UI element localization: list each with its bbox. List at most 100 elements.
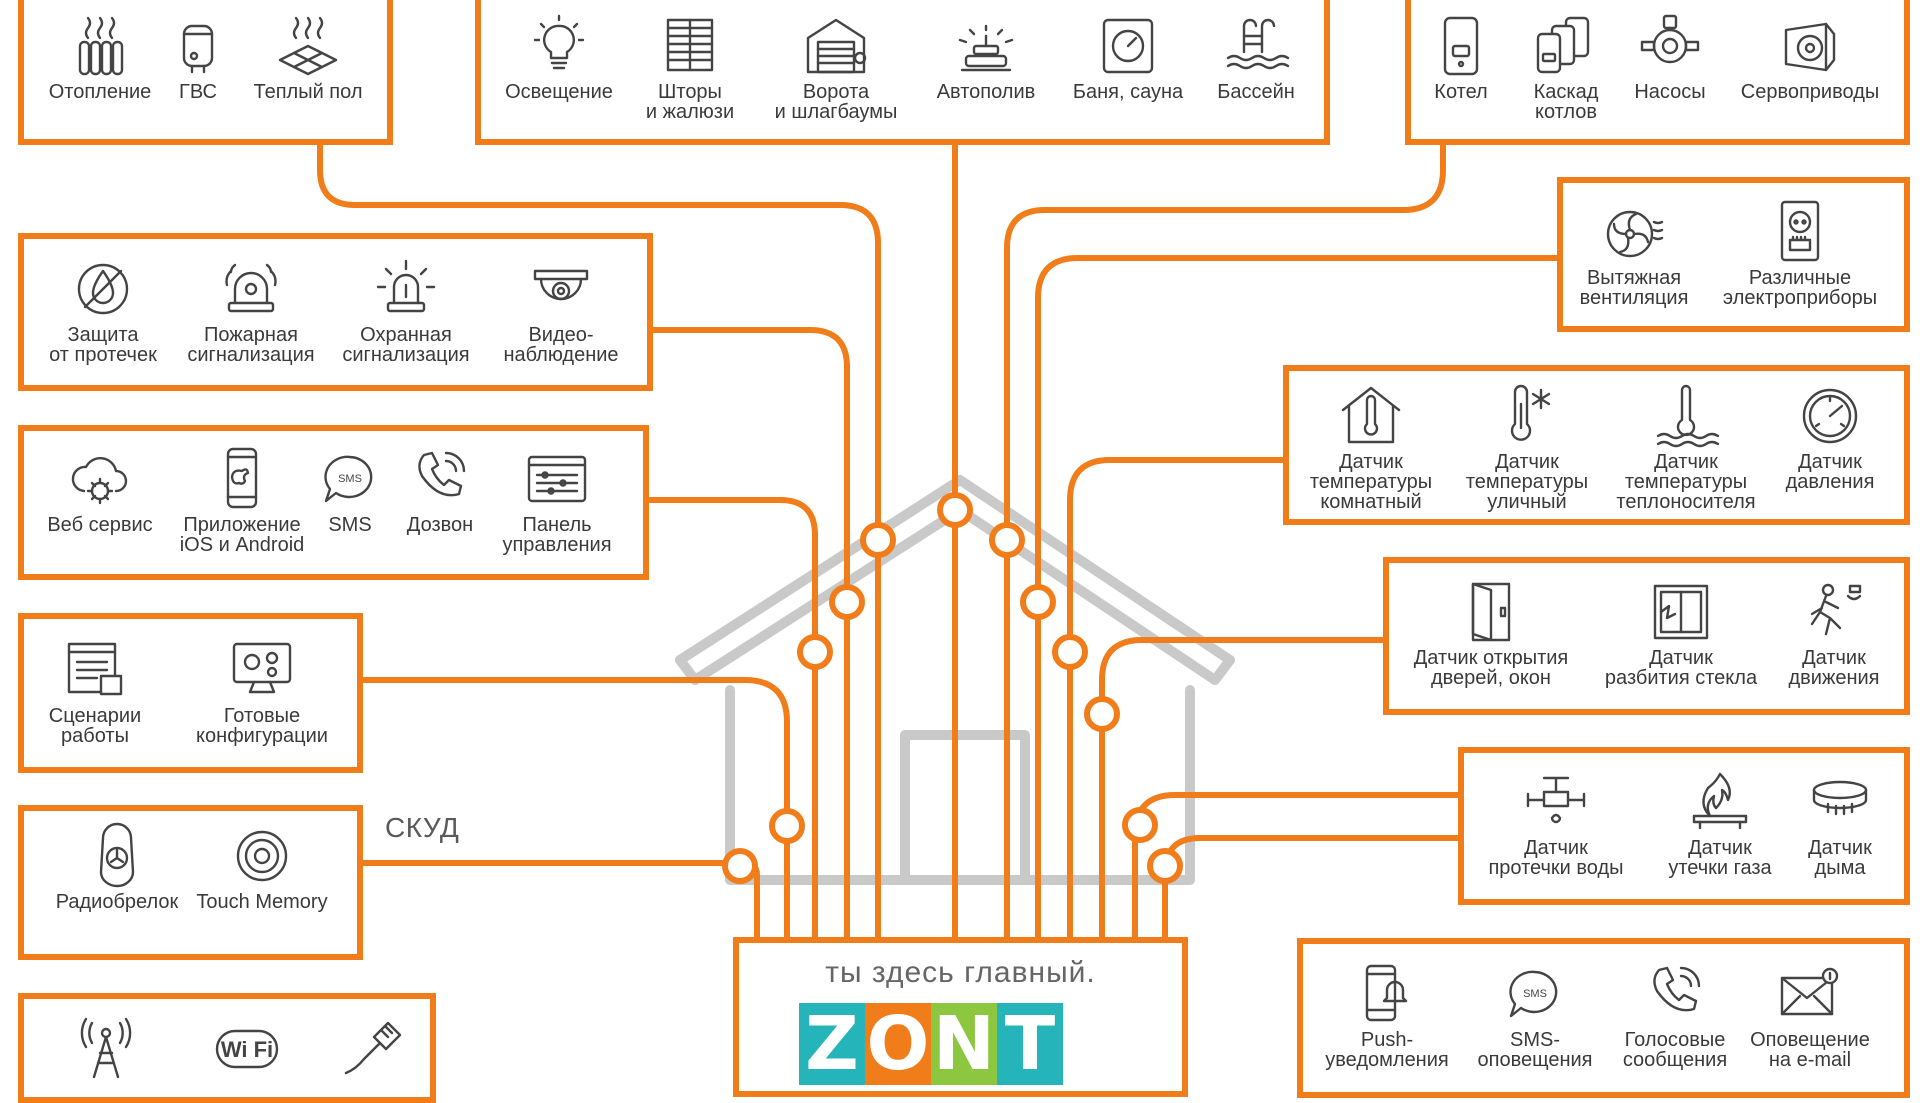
leak-sensors-item-0: Датчик протечки воды: [1466, 768, 1646, 878]
ventilation-item-0: Вытяжная вентиляция: [1544, 198, 1724, 308]
home-item-0: Освещение: [469, 12, 649, 102]
group-temp-sensors: [1283, 365, 1910, 525]
zont-infographic: ты здесь главный. Z O N T СКУД Отопление…: [5, 0, 1920, 1103]
group-ventilation: [1557, 177, 1910, 332]
dome-camera-icon: [527, 255, 595, 323]
blinds-icon: [656, 12, 724, 80]
ethernet-cable-icon: [340, 1015, 408, 1083]
group-access: [18, 805, 363, 960]
security-sensors-item-2: Датчик движения: [1744, 578, 1920, 688]
heating-item-2: Теплый пол: [218, 12, 398, 102]
home-item-1: Шторы и жалюзи: [600, 12, 780, 122]
notifications-label-3: Оповещение на e-mail: [1750, 1029, 1870, 1071]
heating-label-0: Отопление: [48, 81, 152, 103]
security-sensors-item-0: Датчик открытия дверей, окон: [1401, 578, 1581, 688]
security-sensors-label-2: Датчик движения: [1788, 647, 1880, 689]
power-socket-icon: [1766, 198, 1834, 266]
home-label-2: Ворота и шлагбаумы: [774, 81, 898, 123]
config-monitor-icon: [228, 636, 296, 704]
svg-text:SMS: SMS: [338, 473, 362, 485]
room-thermometer-icon: [1337, 382, 1405, 450]
voice-call-icon: [1641, 960, 1709, 1028]
svg-text:Wi Fi: Wi Fi: [221, 1037, 273, 1062]
logo-letter-o: O: [865, 1001, 931, 1087]
notifications-label-2: Голосовые сообщения: [1622, 1029, 1728, 1071]
pressure-gauge-icon: [1796, 382, 1864, 450]
security-sensors-item-1: Датчик разбития стекла: [1591, 578, 1771, 688]
ventilation-label-1: Различные электроприборы: [1722, 267, 1878, 309]
boiler-item-0: Котел: [1371, 12, 1551, 102]
pump-icon: [1636, 12, 1704, 80]
control-item-0: Веб сервис: [10, 445, 190, 535]
boiler-label-3: Сервоприводы: [1740, 81, 1880, 103]
temp-sensors-label-0: Датчик температуры комнатный: [1309, 451, 1433, 513]
temp-sensors-label-3: Датчик давления: [1785, 451, 1875, 493]
sauna-thermometer-icon: [1094, 12, 1162, 80]
home-item-2: Ворота и шлагбаумы: [746, 12, 926, 122]
heating-item-0: Отопление: [10, 12, 190, 102]
group-home: [475, 0, 1330, 145]
control-item-1: Приложение iOS и Android: [152, 445, 332, 555]
temp-sensors-label-2: Датчик температуры теплоносителя: [1616, 451, 1756, 513]
scenarios-item-0: Сценарии работы: [5, 636, 185, 746]
notifications-label-1: SMS- оповещения: [1477, 1029, 1593, 1071]
heating-label-1: ГВС: [179, 81, 217, 103]
fire-bell-icon: [217, 255, 285, 323]
group-notifications: [1297, 938, 1910, 1098]
security-sensors-label-1: Датчик разбития стекла: [1604, 647, 1758, 689]
gas-flame-icon: [1686, 768, 1754, 836]
connectivity-item-0: [16, 1015, 196, 1085]
control-label-3: Дозвон: [406, 514, 474, 536]
touch-memory-icon: [228, 822, 296, 890]
temp-sensors-item-2: Датчик температуры теплоносителя: [1596, 382, 1776, 512]
home-label-3: Автополив: [936, 81, 1036, 103]
boiler-label-2: Насосы: [1634, 81, 1706, 103]
radio-keyfob-icon: [83, 822, 151, 890]
sms-notification-icon: SMS: [1501, 960, 1569, 1028]
door-sensor-icon: [1457, 578, 1525, 646]
leak-sensors-label-1: Датчик утечки газа: [1668, 837, 1772, 879]
security-item-2: Охранная сигнализация: [316, 255, 496, 365]
push-notification-icon: [1353, 960, 1421, 1028]
security-item-0: Защита от протечек: [13, 255, 193, 365]
pool-icon: [1222, 12, 1290, 80]
boiler-cascade-icon: [1532, 12, 1600, 80]
broken-window-icon: [1647, 578, 1715, 646]
boiler-item-3: Сервоприводы: [1720, 12, 1900, 102]
scenarios-label-0: Сценарии работы: [48, 705, 142, 747]
lightbulb-icon: [525, 12, 593, 80]
heating-item-1: ГВС: [108, 12, 288, 102]
leak-protection-icon: [69, 255, 137, 323]
scenarios-item-1: Готовые конфигурации: [172, 636, 352, 746]
group-control: [18, 425, 649, 580]
radiator-icon: [66, 12, 134, 80]
home-label-0: Освещение: [505, 81, 613, 103]
ventilation-label-0: Вытяжная вентиляция: [1579, 267, 1689, 309]
temp-sensors-item-1: Датчик температуры уличный: [1437, 382, 1617, 512]
control-item-3: Дозвон: [350, 445, 530, 535]
home-item-3: Автополив: [896, 12, 1076, 102]
home-label-4: Баня, сауна: [1072, 81, 1184, 103]
scenarios-label-1: Готовые конфигурации: [196, 705, 328, 747]
skud-label: СКУД: [385, 812, 460, 843]
leak-sensors-item-2: Датчик дыма: [1750, 768, 1920, 878]
logo-letter-z: Z: [799, 1003, 865, 1085]
group-security-sensors: [1383, 557, 1910, 715]
wifi-icon: Wi Fi: [213, 1015, 281, 1083]
connection-lines: [317, 137, 1568, 945]
zont-logo: Z O N T: [799, 1003, 1063, 1085]
control-label-1: Приложение iOS и Android: [179, 514, 305, 556]
sprinkler-icon: [952, 12, 1020, 80]
access-label-1: Touch Memory: [196, 891, 328, 913]
fan-icon: [1600, 198, 1668, 266]
home-item-4: Баня, сауна: [1038, 12, 1218, 102]
boiler-item-1: Каскад котлов: [1476, 12, 1656, 122]
boiler-label-0: Котел: [1434, 81, 1488, 103]
control-item-4: Панель управления: [467, 445, 647, 555]
smartphone-icon: [208, 445, 276, 513]
home-label-1: Шторы и жалюзи: [645, 81, 735, 123]
control-label-4: Панель управления: [502, 514, 612, 556]
control-label-0: Веб сервис: [47, 514, 153, 536]
